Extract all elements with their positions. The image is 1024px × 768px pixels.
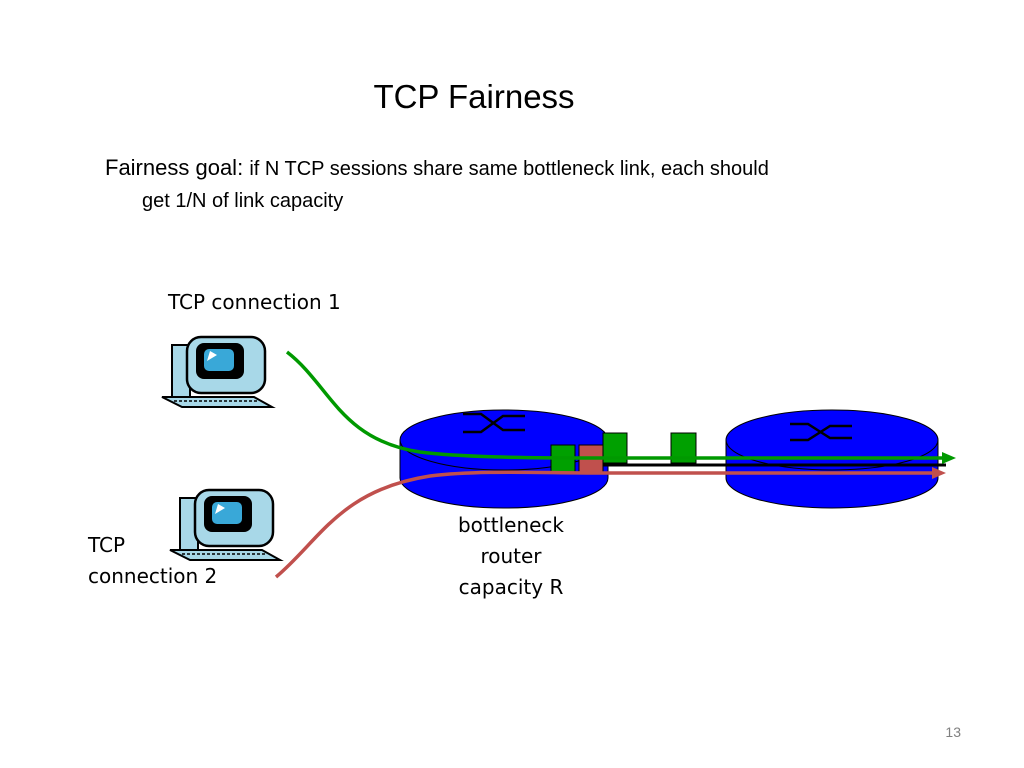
goal-text-line2: get 1/N of link capacity (142, 190, 344, 212)
goal-text-line1: if N TCP sessions share same bottleneck … (249, 158, 769, 180)
page-number: 13 (945, 724, 961, 740)
computer-1-icon (161, 335, 276, 408)
flow-2-arrowhead (932, 467, 946, 479)
slide-title: TCP Fairness (373, 78, 575, 115)
tcp-connection-1-label: TCP connection 1 (168, 290, 341, 314)
goal-label: Fairness goal: (105, 155, 244, 180)
flow-1-arrowhead (942, 452, 956, 464)
router-label-line2: router (480, 544, 542, 568)
router-label-line1: bottleneck (457, 513, 565, 537)
fairness-goal: Fairness goal: if N TCP sessions share s… (105, 152, 905, 217)
flow-2-line (274, 470, 932, 579)
flow-1-line (285, 350, 942, 460)
bottleneck-router-label: bottleneck router capacity R (440, 510, 582, 603)
tcp-connection-2-label-line2: connection 2 (88, 564, 218, 588)
tcp-connection-2-label: TCP connection 2 (88, 530, 217, 592)
tcp-connection-2-label-line1: TCP (88, 533, 126, 557)
router-label-line3: capacity R (458, 575, 564, 599)
computer-2-icon (169, 488, 284, 561)
